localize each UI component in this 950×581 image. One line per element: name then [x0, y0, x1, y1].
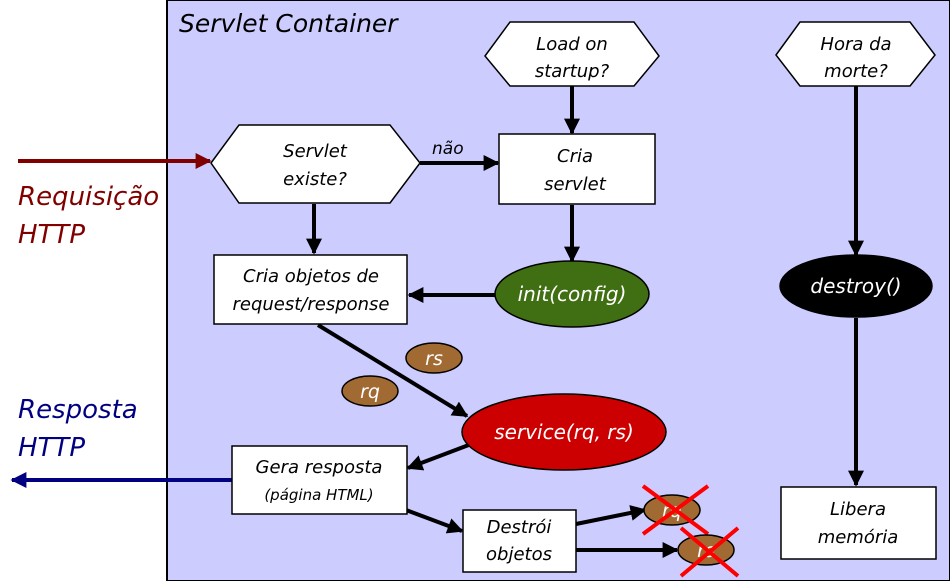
- response-label-line1: Resposta: [18, 395, 138, 425]
- cria-objetos-box: [213, 254, 408, 325]
- cria-servlet-box: [498, 133, 656, 205]
- load-on-startup-line1: Load on: [536, 34, 608, 55]
- hora-da-morte-line2: morte?: [824, 61, 888, 82]
- destroi-objetos-line2: objetos: [486, 544, 552, 565]
- rs-token-label: rs: [425, 348, 443, 370]
- cria-objetos-line1: Cria objetos de: [243, 266, 379, 287]
- response-label-line2: HTTP: [18, 433, 85, 463]
- arrow-gera-to-destroi: [397, 505, 464, 534]
- init-method-label: init(config): [518, 282, 627, 306]
- hora-da-morte-decision: [775, 21, 936, 87]
- arrow-destroi-to-rq: [575, 505, 647, 526]
- cria-servlet-line2: servlet: [544, 174, 607, 195]
- servlet-existe-line2: existe?: [283, 169, 347, 190]
- libera-memoria-box: [780, 486, 937, 560]
- rs-token: [405, 342, 463, 374]
- libera-memoria-line1: Libera: [830, 499, 886, 520]
- hora-da-morte-line1: Hora da: [820, 34, 891, 55]
- service-method: [461, 393, 667, 471]
- servlet-existe-line1: Servlet: [283, 141, 348, 162]
- init-method: [494, 260, 650, 328]
- libera-memoria-line2: memória: [818, 527, 899, 548]
- cria-servlet-line1: Cria: [557, 146, 593, 167]
- response-label: Resposta HTTP: [18, 391, 138, 467]
- arrow-service-to-gera: [406, 441, 475, 471]
- gera-resposta-line1: Gera resposta: [256, 457, 383, 478]
- load-on-startup-line2: startup?: [535, 61, 610, 82]
- request-label-line1: Requisição: [18, 182, 160, 212]
- cria-objetos-line2: request/response: [232, 294, 389, 315]
- rs-cross-icon: [679, 526, 740, 578]
- rq-token: [341, 375, 399, 407]
- gera-resposta-line2: (página HTML): [264, 486, 373, 504]
- request-label: Requisição HTTP: [18, 178, 159, 254]
- load-on-startup-decision: [484, 21, 660, 87]
- container-title: Servlet Container: [179, 9, 399, 38]
- destroy-method-label: destroy(): [810, 274, 901, 298]
- nao-label: não: [432, 139, 464, 159]
- destroy-method: [779, 254, 933, 318]
- service-method-label: service(rq, rs): [494, 420, 634, 444]
- rq-cross-icon: [641, 484, 710, 536]
- gera-resposta-box: [231, 445, 408, 515]
- connectors: [10, 85, 864, 558]
- servlet-existe-decision: [210, 124, 421, 204]
- destroi-objetos-line1: Destrói: [487, 517, 552, 538]
- rq-token-label: rq: [360, 381, 380, 403]
- arrow-objetos-to-service: [316, 323, 469, 418]
- destroi-objetos-box: [462, 509, 577, 573]
- request-label-line2: HTTP: [18, 220, 85, 250]
